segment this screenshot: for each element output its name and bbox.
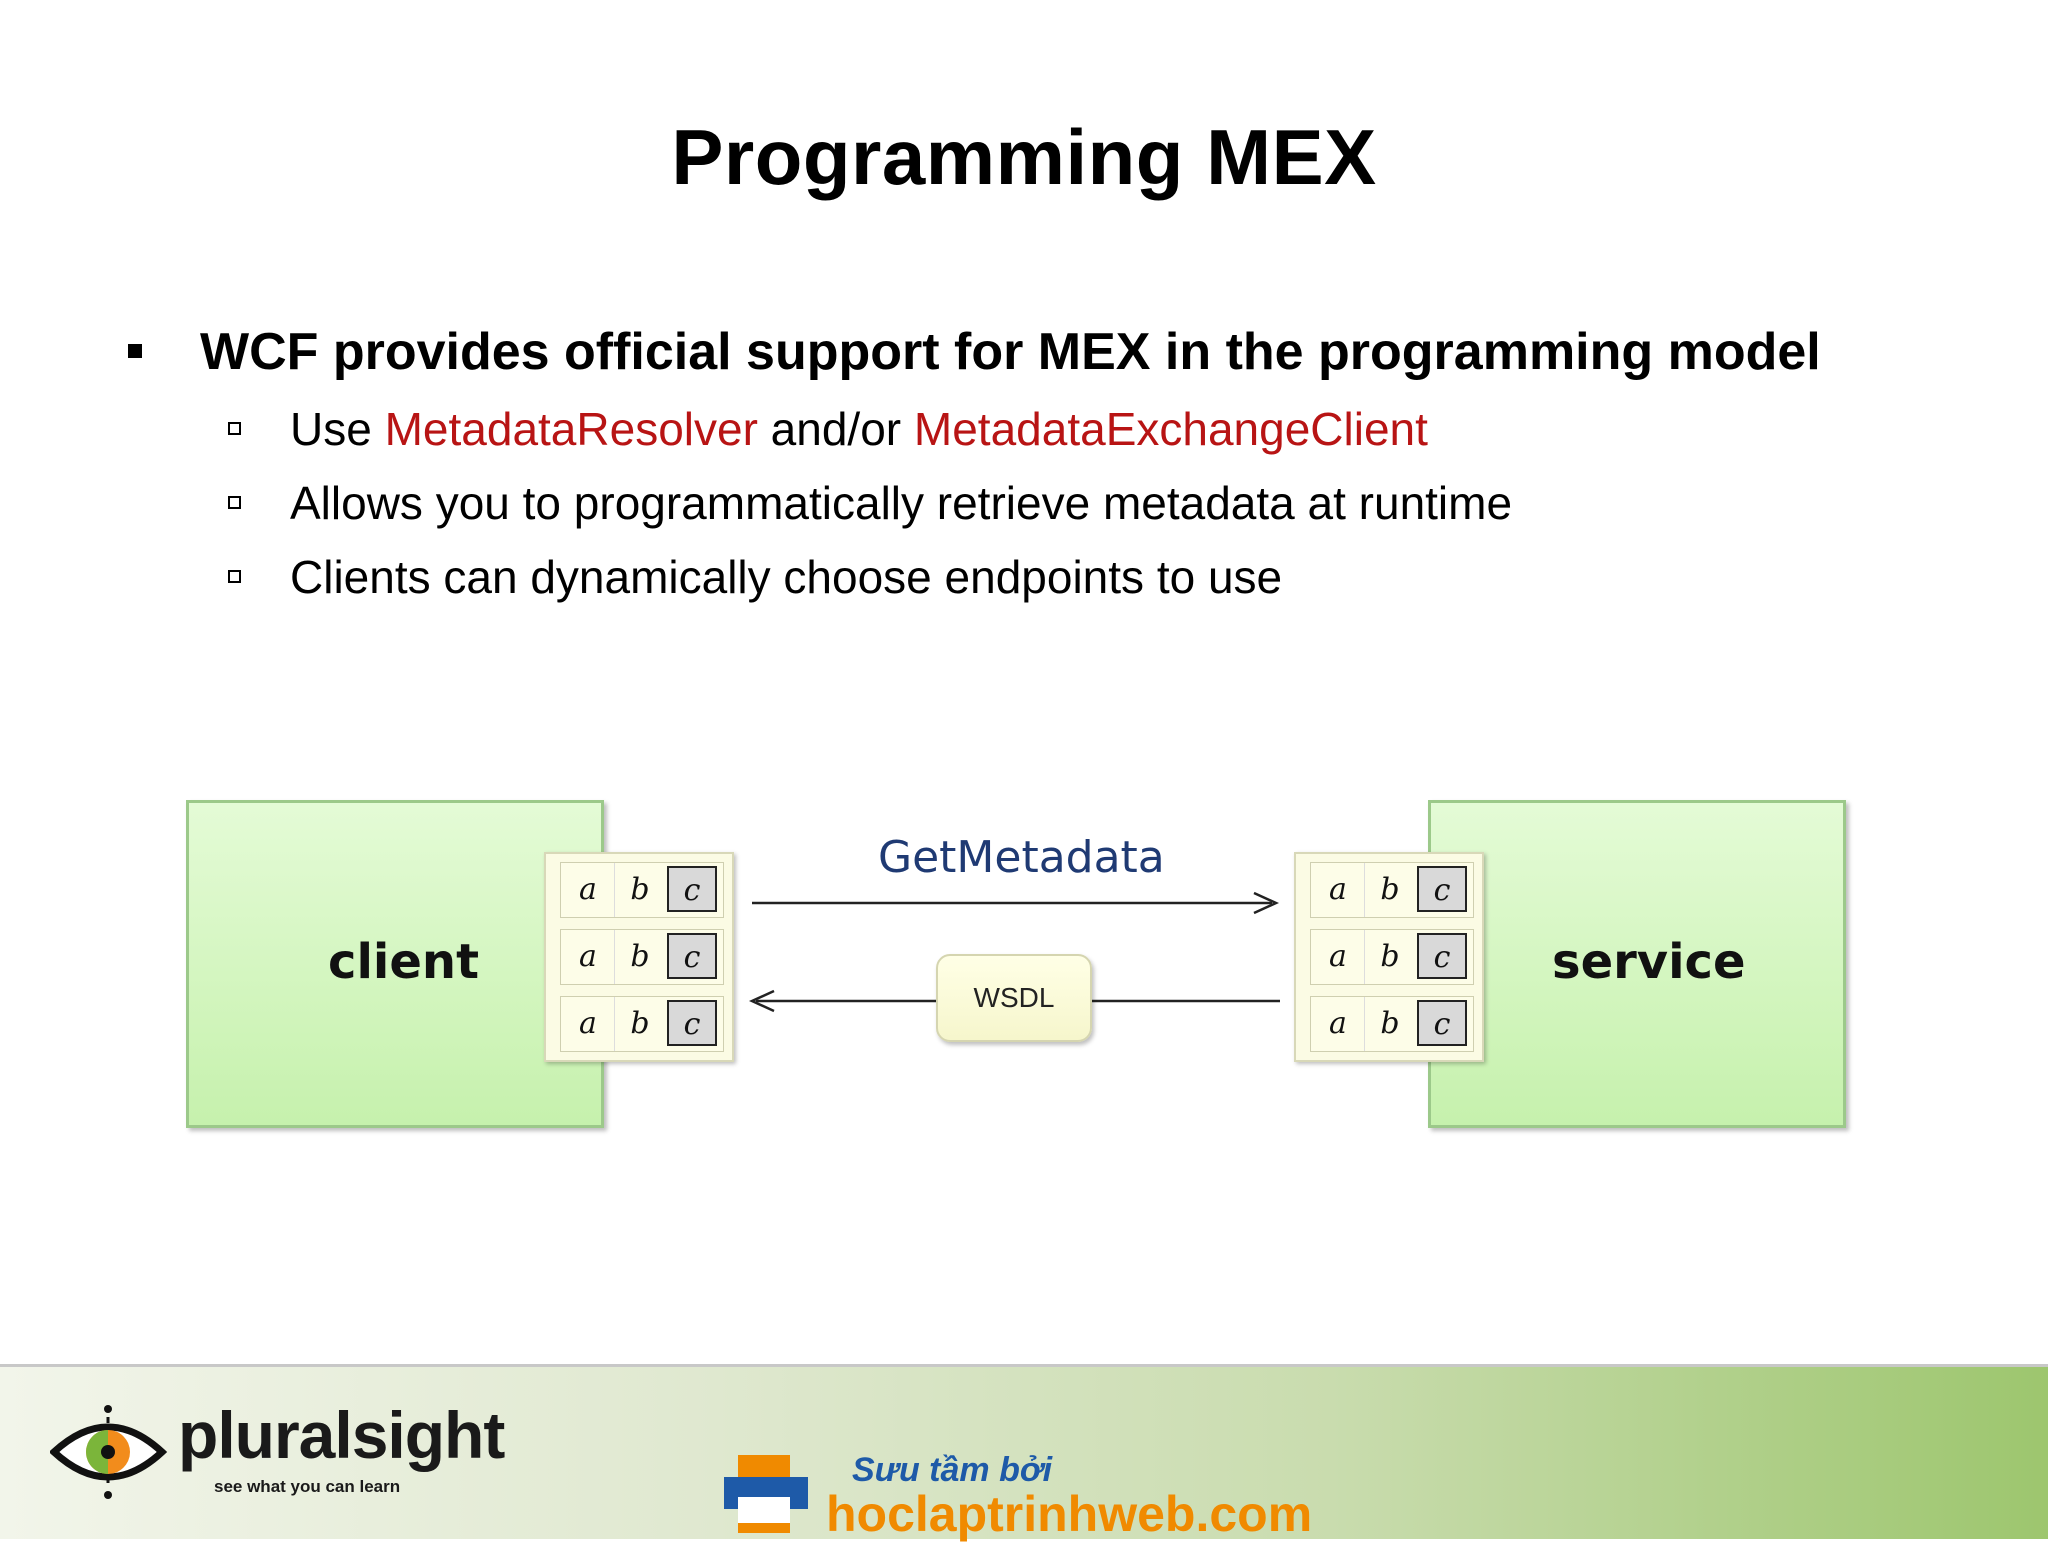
endpoint-address: a [1329, 872, 1347, 907]
endpoint-binding: b [1364, 997, 1415, 1051]
endpoint-binding: b [614, 930, 665, 984]
endpoint-row: a b c [560, 929, 724, 985]
client-endpoint-stack: a b c a b c a b c [544, 852, 734, 1062]
watermark-site: hoclaptrinhweb.com [826, 1486, 1313, 1542]
service-label: service [1552, 934, 1746, 990]
pluralsight-tagline: see what you can learn [214, 1477, 401, 1496]
sub-bullet-2-text: Allows you to programmatically retrieve … [290, 477, 1513, 529]
endpoint-row: a b c [560, 996, 724, 1052]
endpoint-row: a b c [560, 862, 724, 918]
endpoint-row: a b c [1310, 929, 1474, 985]
request-arrow [752, 891, 1280, 915]
square-bullet-icon [128, 344, 142, 358]
sub-bullet-1-connector: and/or [757, 403, 914, 455]
endpoint-binding: b [1364, 863, 1415, 917]
response-arrow [748, 989, 1280, 1013]
endpoint-address: a [1329, 939, 1347, 974]
endpoint-contract: c [1417, 933, 1467, 979]
pluralsight-wordmark: pluralsight [178, 1398, 505, 1472]
get-metadata-label: GetMetadata [878, 832, 1165, 883]
endpoint-address: a [579, 1006, 597, 1041]
pluralsight-eye-icon [50, 1405, 168, 1499]
service-endpoint-stack: a b c a b c a b c [1294, 852, 1484, 1062]
sub-bullet-3-text: Clients can dynamically choose endpoints… [290, 551, 1283, 603]
sub-bullet-1-text: Use [290, 403, 385, 455]
endpoint-contract: c [667, 1000, 717, 1046]
hollow-square-bullet-icon [228, 422, 241, 435]
service-box [1428, 800, 1846, 1128]
endpoint-address: a [579, 939, 597, 974]
endpoint-contract: c [1417, 1000, 1467, 1046]
endpoint-row: a b c [1310, 862, 1474, 918]
hollow-square-bullet-icon [228, 570, 241, 583]
watermark-printer-icon [724, 1455, 808, 1533]
endpoint-binding: b [614, 997, 665, 1051]
endpoint-binding: b [614, 863, 665, 917]
endpoint-row: a b c [1310, 996, 1474, 1052]
bullet-list: WCF provides official support for MEX in… [0, 0, 2048, 700]
wsdl-message: WSDL [936, 954, 1092, 1042]
endpoint-address: a [1329, 1006, 1347, 1041]
hollow-square-bullet-icon [228, 496, 241, 509]
metadata-exchange-client-term: MetadataExchangeClient [913, 403, 1428, 455]
endpoint-address: a [579, 872, 597, 907]
metadata-resolver-term: MetadataResolver [384, 403, 758, 455]
endpoint-binding: b [1364, 930, 1415, 984]
bullet-main-text: WCF provides official support for MEX in… [200, 323, 1821, 381]
client-box [186, 800, 604, 1128]
endpoint-contract: c [667, 866, 717, 912]
footer-bar: pluralsight see what you can learn Sưu t… [0, 1364, 2048, 1542]
slide-title: Programming MEX [671, 113, 1377, 201]
client-label: client [328, 934, 480, 990]
endpoint-contract: c [1417, 866, 1467, 912]
watermark-caption: Sưu tầm bởi [852, 1451, 1053, 1489]
endpoint-contract: c [667, 933, 717, 979]
